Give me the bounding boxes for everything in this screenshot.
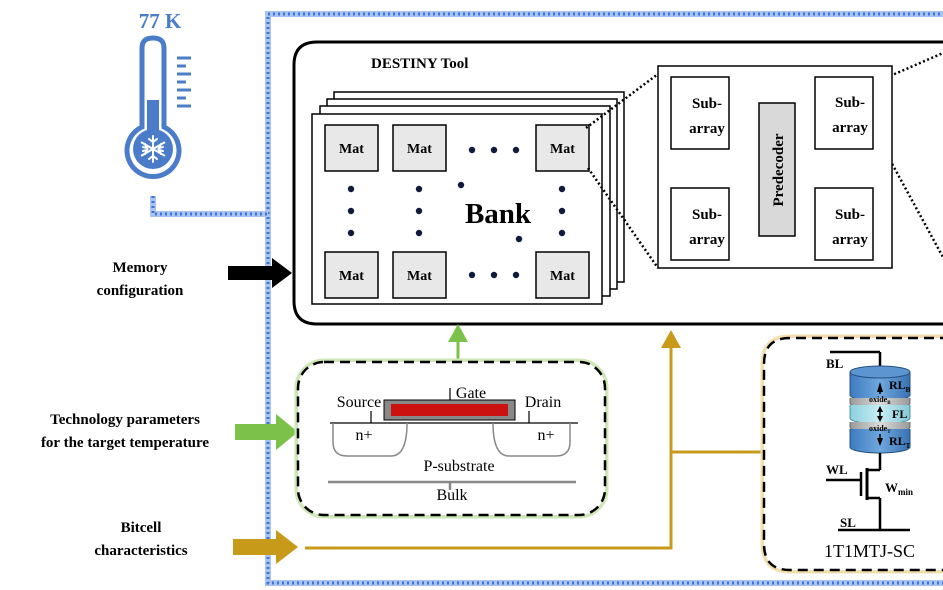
bitcell-label: Bitcell	[121, 520, 162, 536]
bl-label: BL	[826, 356, 844, 371]
bitcell-route-arrowhead	[661, 330, 681, 348]
technology-arrow	[235, 414, 298, 450]
rl-t-label: RLT	[889, 434, 911, 450]
subarray-label: Sub-	[692, 207, 722, 223]
subarray-label: Sub-	[835, 207, 865, 223]
mat-label: Mat	[407, 269, 432, 284]
mtj-stack	[849, 365, 911, 454]
snowflake-icon	[140, 135, 166, 163]
bitcell-arrow	[233, 530, 298, 564]
rl-b-label: RLB	[889, 378, 911, 394]
thermometer-icon: 77 K	[124, 9, 191, 180]
mat-label: Mat	[339, 269, 364, 284]
bitcell-label: characteristics	[94, 543, 187, 559]
outer-frame	[150, 11, 943, 586]
mat-label: Mat	[339, 142, 364, 157]
mat-label: Mat	[407, 142, 432, 157]
technology-label: Technology parameters	[50, 412, 200, 428]
temperature-label: 77 K	[139, 9, 182, 33]
mat-label: Mat	[550, 142, 575, 157]
tool-name: DESTINY Tool	[371, 56, 468, 72]
bank-stack: Mat Mat Mat Mat Mat Mat Bank	[311, 91, 625, 305]
mat-label: Mat	[550, 269, 575, 284]
zoom-lines	[585, 51, 943, 269]
gate-label: Gate	[456, 385, 486, 402]
mtj-box: BL RLB oxideB FL oxideT RLT	[760, 334, 943, 574]
memory-config-label: Memory	[113, 260, 168, 276]
ellipsis-dots	[347, 146, 566, 279]
bitcell-route	[305, 346, 764, 550]
mat-detail-panel: Predecoder Sub- array Sub- array Sub- ar…	[657, 65, 893, 269]
oxide-t-label: oxideT	[869, 424, 891, 435]
fl-label: FL	[892, 407, 907, 421]
bank-title: Bank	[465, 198, 532, 230]
memory-config-arrow	[228, 258, 292, 288]
subarray-label: Sub-	[835, 95, 865, 111]
mtj-caption: 1T1MTJ-SC	[824, 541, 915, 561]
predecoder-label: Predecoder	[771, 133, 787, 206]
access-transistor	[826, 453, 910, 532]
source-label: Source	[337, 394, 381, 411]
n-plus-right-label: n+	[537, 427, 554, 444]
memory-config-label: configuration	[97, 283, 184, 299]
subarray-label: array	[689, 232, 725, 248]
wl-label: WL	[826, 462, 848, 477]
technology-up-arrow	[448, 324, 468, 362]
mat-block	[324, 124, 590, 299]
sl-label: SL	[840, 515, 856, 530]
bulk-label: Bulk	[436, 487, 467, 504]
subarray-label: Sub-	[692, 96, 722, 112]
gate-electrode	[391, 404, 508, 416]
drain-label: Drain	[525, 394, 561, 411]
wmin-label: Wmin	[885, 480, 913, 497]
subarray-label: array	[832, 232, 868, 248]
n-plus-left-label: n+	[355, 427, 372, 444]
subarray-label: array	[689, 121, 725, 137]
subarray-label: array	[832, 120, 868, 136]
oxide-b-label: oxideB	[869, 395, 891, 406]
transistor-box: Gate Source Drain n+ n+ P-substrate Bulk	[294, 358, 609, 519]
technology-label: for the target temperature	[41, 435, 209, 451]
substrate-label: P-substrate	[423, 458, 494, 475]
